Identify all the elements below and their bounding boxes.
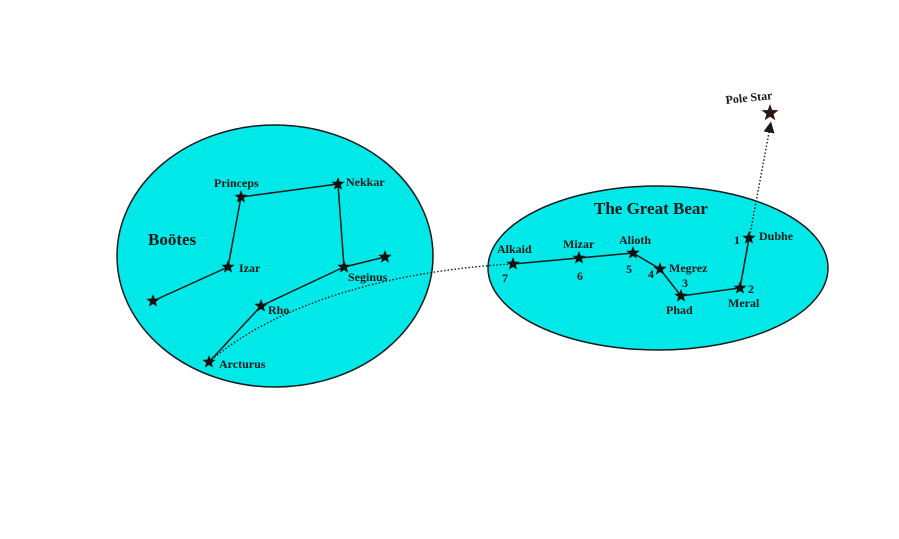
arcturus-star-icon bbox=[202, 355, 216, 368]
phad-number: 3 bbox=[682, 276, 688, 290]
meral-star-icon bbox=[733, 281, 747, 294]
arcturus-label: Arcturus bbox=[219, 357, 266, 371]
dubhe-star-icon bbox=[742, 231, 756, 244]
great-bear-title: The Great Bear bbox=[594, 199, 708, 218]
meral-number: 2 bbox=[748, 282, 754, 296]
seginus-label: Seginus bbox=[348, 270, 388, 284]
bootes-unnamed-left-star-icon bbox=[146, 294, 160, 307]
meral-label: Meral bbox=[728, 296, 760, 310]
arc-to-arcturus-line bbox=[208, 263, 514, 363]
seginus-star-icon bbox=[337, 260, 351, 273]
rho-star-icon bbox=[254, 299, 268, 312]
izar-star-icon bbox=[221, 260, 235, 273]
megrez-star-icon bbox=[653, 262, 667, 275]
princeps-label: Princeps bbox=[214, 176, 259, 190]
alkaid-star-icon bbox=[506, 257, 520, 270]
phad-label: Phad bbox=[666, 303, 693, 317]
pole-star-label: Pole Star bbox=[725, 88, 774, 107]
rho-label: Rho bbox=[268, 303, 289, 317]
mizar-label: Mizar bbox=[563, 237, 595, 251]
bootes-region bbox=[116, 124, 434, 388]
mizar-number: 6 bbox=[577, 269, 583, 283]
pole-star-icon bbox=[761, 104, 779, 121]
alkaid-number: 7 bbox=[502, 271, 508, 285]
bootes-unnamed-right-star-icon bbox=[378, 250, 392, 263]
bootes-title: Boötes bbox=[148, 230, 197, 249]
pointer-to-pole-star-line bbox=[739, 121, 775, 289]
alioth-label: Alioth bbox=[619, 233, 651, 247]
princeps-star-icon bbox=[234, 190, 248, 203]
dubhe-number: 1 bbox=[734, 233, 740, 247]
alioth-star-icon bbox=[626, 246, 640, 259]
phad-star-icon bbox=[674, 289, 688, 302]
alioth-number: 5 bbox=[626, 262, 632, 276]
nekkar-star-icon bbox=[331, 177, 345, 190]
megrez-number: 4 bbox=[648, 267, 654, 281]
megrez-label: Megrez bbox=[669, 261, 708, 275]
mizar-star-icon bbox=[572, 251, 586, 264]
alkaid-label: Alkaid bbox=[497, 242, 532, 256]
dubhe-label: Dubhe bbox=[759, 229, 794, 243]
izar-label: Izar bbox=[239, 261, 261, 275]
nekkar-label: Nekkar bbox=[346, 175, 385, 189]
